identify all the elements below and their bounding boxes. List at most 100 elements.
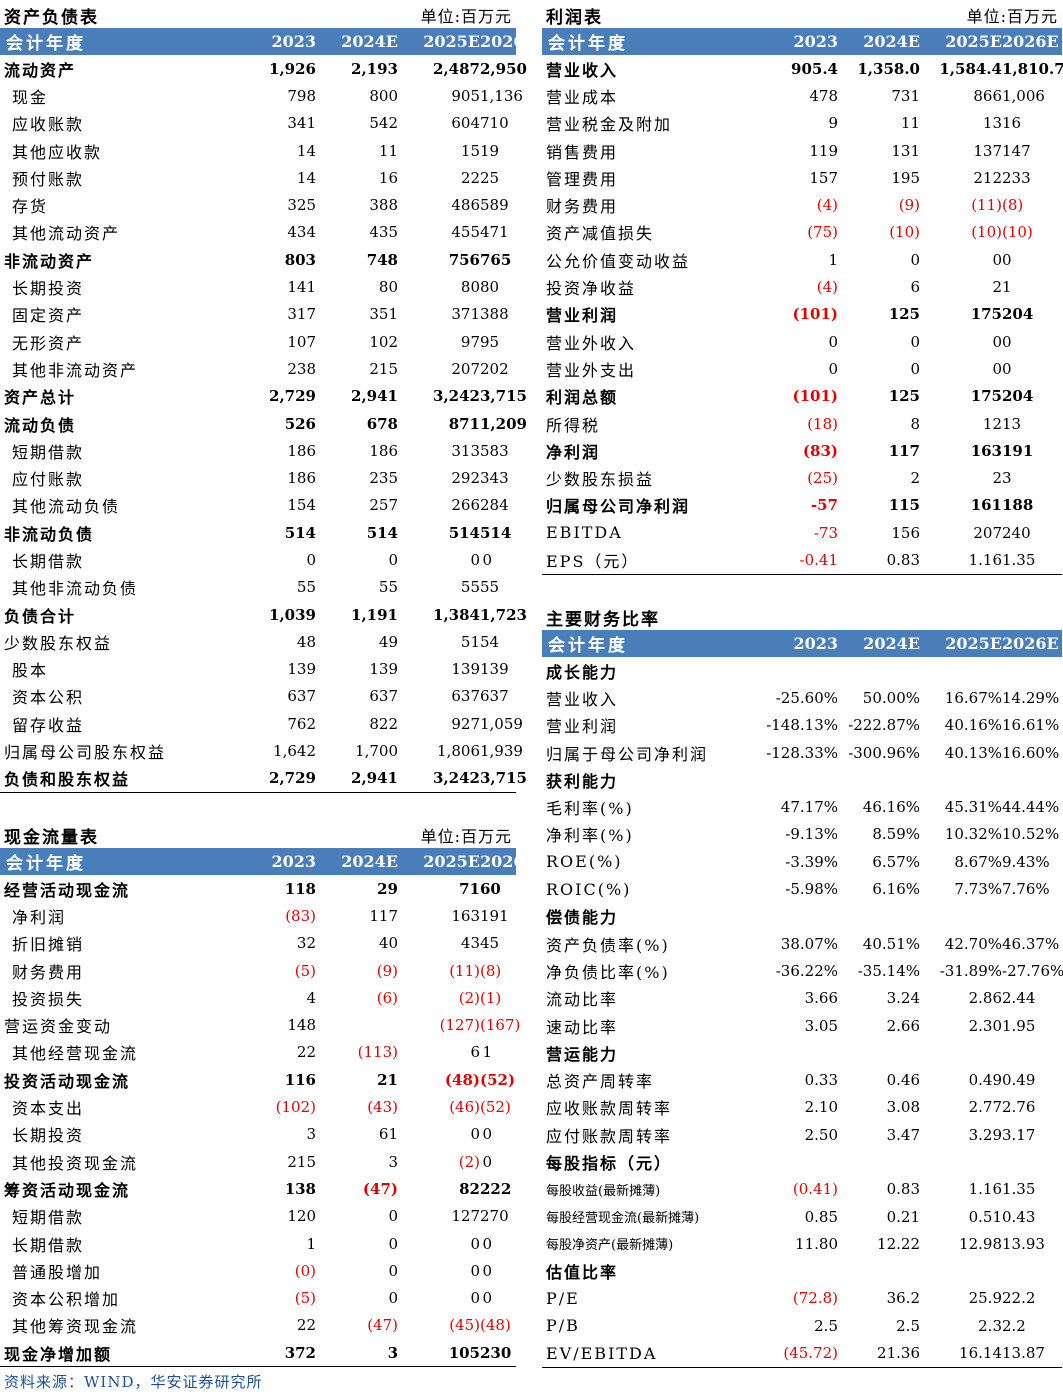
row-value: (127) bbox=[439, 1016, 480, 1035]
row-value: 12.98 bbox=[959, 1234, 1002, 1253]
row-label: 非流动负债 bbox=[4, 524, 95, 544]
table-row: ROE(%)-3.39%6.57%8.67%9.43% bbox=[542, 848, 1062, 875]
row-value: 0.43 bbox=[1002, 1207, 1036, 1226]
row-value: 3 bbox=[387, 1343, 398, 1362]
row-value: 2.77 bbox=[968, 1098, 1002, 1117]
row-value: 117 bbox=[369, 906, 398, 925]
row-label: EPS（元） bbox=[546, 551, 640, 571]
row-value: 141 bbox=[287, 278, 316, 297]
row-value: 51 bbox=[460, 632, 480, 651]
row-value: 10.32% bbox=[944, 825, 1002, 844]
row-value: 0 bbox=[482, 1289, 492, 1308]
row-value: 14.29% bbox=[1002, 688, 1060, 707]
row-value: 3 bbox=[388, 1152, 398, 1171]
row-value: 80 bbox=[460, 278, 480, 297]
row-label: 应付账款 bbox=[12, 470, 85, 490]
row-value: 2,729 bbox=[269, 769, 316, 788]
row-value: 1,642 bbox=[273, 742, 316, 761]
row-value: 2.50 bbox=[804, 1125, 838, 1144]
row-value: 43 bbox=[460, 934, 480, 953]
row-value: 204 bbox=[1002, 387, 1034, 406]
row-value: 139 bbox=[451, 660, 480, 679]
row-value: 0.83 bbox=[886, 550, 920, 569]
row-value: 637 bbox=[480, 687, 509, 706]
row-value: 186 bbox=[287, 441, 316, 460]
row-value: 589 bbox=[480, 196, 509, 215]
row-value: (5) bbox=[294, 961, 316, 980]
header-year: 2025E bbox=[945, 634, 1002, 653]
row-value: -31.89% bbox=[939, 961, 1002, 980]
row-value: (2) bbox=[458, 1152, 480, 1171]
row-value: 71 bbox=[459, 879, 480, 898]
row-value: 202 bbox=[480, 359, 509, 378]
row-value: -222.87% bbox=[848, 716, 920, 735]
row-label: 归属母公司股东权益 bbox=[4, 743, 167, 763]
row-label: 预付账款 bbox=[12, 169, 85, 189]
row-value: 731 bbox=[891, 86, 920, 105]
row-label: 固定资产 bbox=[12, 306, 85, 326]
row-value: 822 bbox=[369, 714, 398, 733]
row-value: 2,950 bbox=[480, 59, 527, 78]
row-value: 161 bbox=[970, 496, 1002, 515]
cashflow-title: 现金流量表 bbox=[4, 828, 99, 848]
row-value: (48) bbox=[480, 1316, 511, 1335]
row-value: 163 bbox=[970, 441, 1002, 460]
row-value: 762 bbox=[287, 714, 316, 733]
row-value: 50.00% bbox=[862, 688, 920, 707]
row-value: 215 bbox=[369, 359, 398, 378]
ratios-title-row: 主要财务比率 bbox=[542, 602, 1062, 630]
row-value: 3.08 bbox=[886, 1098, 920, 1117]
income-unit: 单位:百万元 bbox=[966, 7, 1058, 26]
row-label: 经营活动现金流 bbox=[4, 880, 131, 900]
row-value: (83) bbox=[802, 441, 838, 460]
row-label: 资产减值损失 bbox=[546, 224, 655, 244]
row-value: 125 bbox=[888, 387, 920, 406]
row-value: 6 bbox=[470, 1043, 480, 1062]
row-value: 16 bbox=[1002, 114, 1022, 133]
row-value: 1,723 bbox=[480, 605, 527, 624]
row-value: 40 bbox=[378, 934, 398, 953]
row-value: 55 bbox=[378, 578, 398, 597]
row-value: 0 bbox=[992, 332, 1002, 351]
row-label: 管理费用 bbox=[546, 169, 619, 189]
row-value: 233 bbox=[1002, 168, 1031, 187]
row-value: -57 bbox=[810, 496, 838, 515]
row-value: 191 bbox=[480, 906, 509, 925]
row-value: (101) bbox=[792, 387, 838, 406]
row-value: 0.49 bbox=[968, 1071, 1002, 1090]
row-value: 270 bbox=[480, 1207, 509, 1226]
ratios-title: 主要财务比率 bbox=[546, 610, 660, 630]
row-value: 0 bbox=[1002, 359, 1012, 378]
row-value: (1) bbox=[480, 988, 502, 1007]
row-label: ROIC(%) bbox=[546, 879, 632, 899]
table-row: 成长能力 bbox=[542, 657, 1062, 684]
row-value: 204 bbox=[1002, 305, 1034, 324]
table-row: 净负债比率(%)-36.22%-35.14%-31.89%-27.76% bbox=[542, 957, 1063, 984]
cashflow-title-row: 现金流量表 单位:百万元 bbox=[0, 820, 516, 848]
row-value: 2.5 bbox=[896, 1316, 920, 1335]
row-label: 应收账款周转率 bbox=[546, 1099, 673, 1119]
row-value: 0 bbox=[992, 250, 1002, 269]
row-value: 0 bbox=[388, 1207, 398, 1226]
row-value: 678 bbox=[366, 414, 398, 433]
row-value: (11) bbox=[449, 961, 480, 980]
table-row: 营业收入-25.60%50.00%16.67%14.29% bbox=[542, 684, 1062, 711]
row-value: 8.67% bbox=[954, 852, 1002, 871]
row-value: 1.16 bbox=[968, 1180, 1002, 1199]
